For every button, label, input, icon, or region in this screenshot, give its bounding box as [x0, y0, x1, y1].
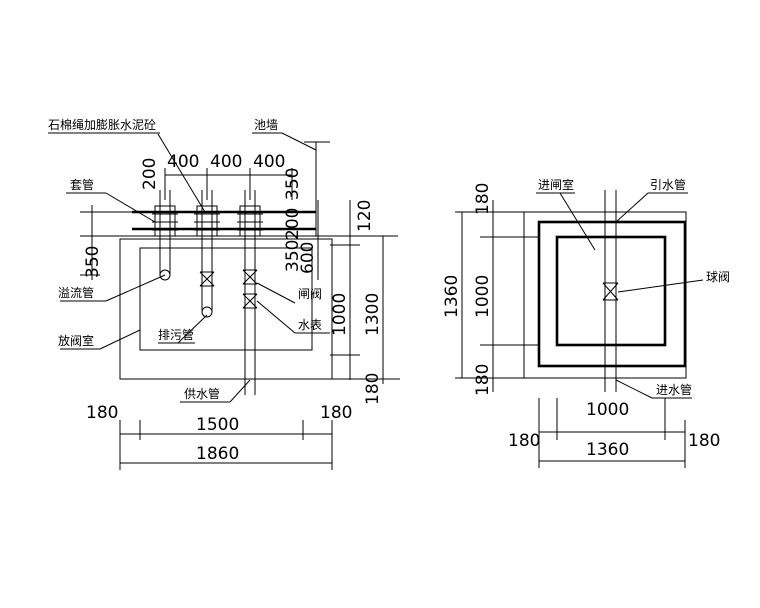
label-drain-pipe: 排污管: [158, 327, 194, 342]
left-leaders: [48, 132, 330, 403]
leader-gate-valve: [256, 282, 296, 304]
inlet-room-wall: [537, 220, 687, 368]
left-view: 400 400 400 200 350 350 200 350 600 120: [48, 118, 400, 470]
dim-1500: 1500: [196, 415, 239, 435]
label-asbestos-rope: 石棉绳加膨胀水泥砼: [48, 118, 156, 132]
leader-pool-wall: [281, 132, 317, 151]
inlet-room-inner: [555, 235, 667, 347]
label-overflow-pipe: 溢流管: [58, 285, 94, 300]
drain-pipe-end: [201, 306, 213, 318]
water-meter-symbol: [242, 293, 258, 309]
right-vertical-dimensions: 350 200 350 600 120 1000 1300 180: [283, 168, 400, 405]
valve-room-outer-wall: [119, 238, 333, 380]
label-gate-valve: 闸阀: [298, 287, 322, 301]
label-intake-pipe: 引水管: [650, 177, 686, 192]
leader-asbestos: [157, 133, 206, 213]
overflow-pipe-end: [159, 269, 171, 281]
dim-1000: 1000: [330, 293, 350, 336]
label-inlet-pipe: 进水管: [656, 382, 692, 397]
dim-180-bottom-left: 180: [86, 403, 118, 423]
label-inlet-room: 进闸室: [538, 177, 574, 192]
leader-supply: [229, 379, 251, 403]
leader-drain: [177, 314, 208, 344]
dim-1860: 1860: [196, 444, 239, 464]
leader-inlet-room: [559, 192, 596, 251]
sleeve-1: [154, 205, 176, 237]
leader-overflow: [105, 274, 166, 302]
label-ball-valve: 球阀: [706, 270, 730, 284]
leader-room: [99, 329, 141, 350]
sleeve-2: [196, 205, 218, 237]
dim-350-left: 350: [83, 246, 103, 278]
label-pool-wall: 池墙: [254, 118, 278, 132]
label-valve-room: 放阀室: [58, 333, 94, 348]
dim-400-a: 400: [167, 152, 199, 172]
dim-1000-bottom: 1000: [586, 400, 629, 420]
leader-ball-valve: [617, 279, 704, 293]
drain-valve-symbol: [199, 271, 215, 287]
gate-valve-symbol: [242, 269, 258, 285]
leader-water-meter: [256, 300, 296, 334]
dim-350-b: 350: [283, 240, 303, 272]
sleeve-3: [239, 205, 261, 237]
sleeves: [154, 205, 261, 237]
dim-180-bottom-left-rv: 180: [508, 431, 540, 451]
dim-350-a: 350: [283, 168, 303, 200]
leader-intake: [615, 192, 649, 223]
dim-180-bottom-right: 180: [320, 403, 352, 423]
dim-120: 120: [355, 200, 375, 232]
dim-400-b: 400: [210, 152, 242, 172]
dim-180-top-right-view: 180: [473, 183, 493, 215]
bottom-dimensions: 180 1500 180 1860: [86, 403, 352, 470]
dim-200-left: 200: [140, 158, 160, 190]
label-supply-pipe: 供水管: [184, 386, 220, 401]
leader-sleeve: [105, 192, 156, 223]
ball-valve-symbol: [602, 282, 619, 301]
dim-1300: 1300: [363, 293, 383, 336]
right-view: 180 1360 1000 180 1000 180 1360 180 进闸室 …: [442, 177, 730, 468]
dim-180-bottom-right-rv: 180: [688, 431, 720, 451]
pipes: [152, 190, 263, 395]
label-water-meter: 水表: [298, 318, 322, 332]
dim-180-bottom-right-view: 180: [473, 364, 493, 396]
dim-1360-left: 1360: [442, 275, 462, 318]
dim-180-right: 180: [363, 373, 383, 405]
dim-1360-bottom: 1360: [586, 440, 629, 460]
label-sleeve: 套管: [70, 177, 94, 192]
top-dimension: 400 400 400: [164, 152, 293, 200]
sleeve-hatching: [152, 213, 263, 231]
dim-400-c: 400: [253, 152, 285, 172]
dim-1000-left: 1000: [473, 275, 493, 318]
valve-room-inner-wall: [139, 247, 313, 351]
leader-inlet-pipe: [615, 379, 653, 399]
left-vertical-dimensions: 200 350: [80, 158, 160, 280]
dim-600: 600: [298, 242, 318, 274]
dim-200-right: 200: [283, 208, 303, 240]
